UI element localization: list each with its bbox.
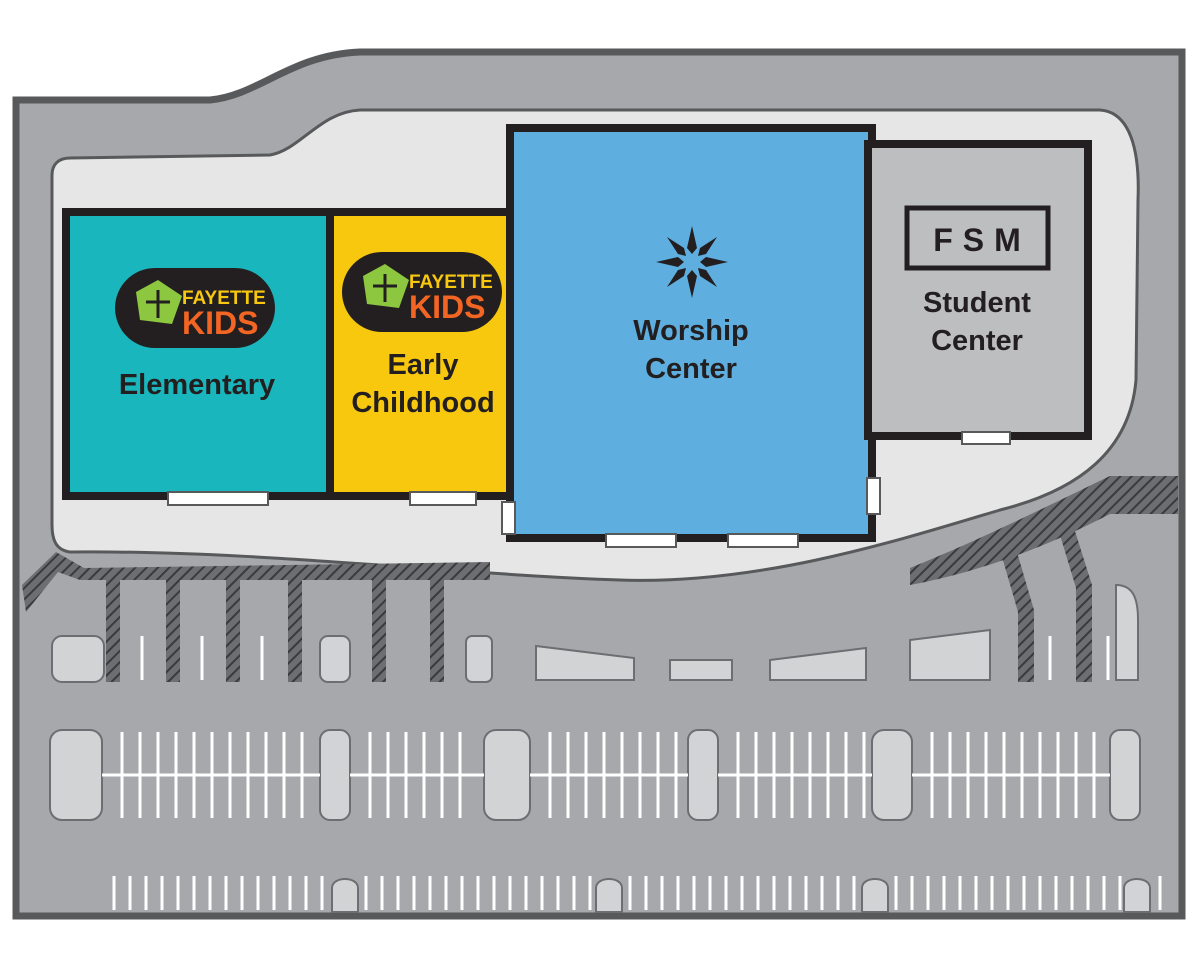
parking-islands-row1 bbox=[51, 583, 1139, 683]
parking-islands-row3 bbox=[331, 878, 1151, 913]
curb-hatch-left bbox=[22, 552, 490, 612]
door bbox=[167, 491, 269, 506]
door bbox=[409, 491, 477, 506]
parking-stripes-row2 bbox=[102, 732, 1110, 818]
logo-top-text: FAYETTE bbox=[182, 288, 266, 309]
logo-bottom-text: KIDS bbox=[182, 305, 258, 341]
logo-bottom-text: KIDS bbox=[409, 289, 485, 325]
early-childhood-label-line1: Early bbox=[388, 349, 459, 381]
star-burst-icon bbox=[656, 226, 728, 298]
logo-top-text: FAYETTE bbox=[409, 272, 493, 293]
door bbox=[605, 533, 677, 548]
door bbox=[961, 431, 1011, 445]
elementary-label: Elementary bbox=[119, 369, 275, 401]
fayette-kids-logo: FAYETTE KIDS bbox=[115, 268, 275, 348]
door bbox=[501, 501, 516, 535]
parking-stripes-row1 bbox=[140, 636, 1110, 680]
fsm-logo: FSM bbox=[933, 222, 1031, 258]
student-center-label-line1: Student bbox=[923, 287, 1031, 319]
early-childhood-label-line2: Childhood bbox=[351, 387, 494, 419]
fsm-logo-box bbox=[904, 205, 1051, 271]
worship-center-label-line2: Center bbox=[645, 353, 737, 385]
curb-hatch-right bbox=[910, 476, 1178, 585]
walkways bbox=[106, 528, 1092, 682]
student-center-label-line2: Center bbox=[931, 325, 1023, 357]
door bbox=[866, 477, 881, 515]
fayette-kids-logo: FAYETTE KIDS bbox=[342, 252, 502, 332]
door bbox=[727, 533, 799, 548]
worship-center-label-line1: Worship bbox=[633, 315, 748, 347]
parking-islands-row2 bbox=[49, 729, 1141, 821]
building-elementary[interactable]: FAYETTE KIDS Elementary bbox=[62, 208, 334, 506]
building-early-childhood[interactable]: FAYETTE KIDS Early Childhood bbox=[326, 208, 520, 506]
building-student-center[interactable]: FSM Student Center bbox=[864, 140, 1092, 445]
parking-stripes-row3 bbox=[112, 876, 1162, 910]
building-worship-center[interactable]: Worship Center bbox=[501, 124, 881, 548]
